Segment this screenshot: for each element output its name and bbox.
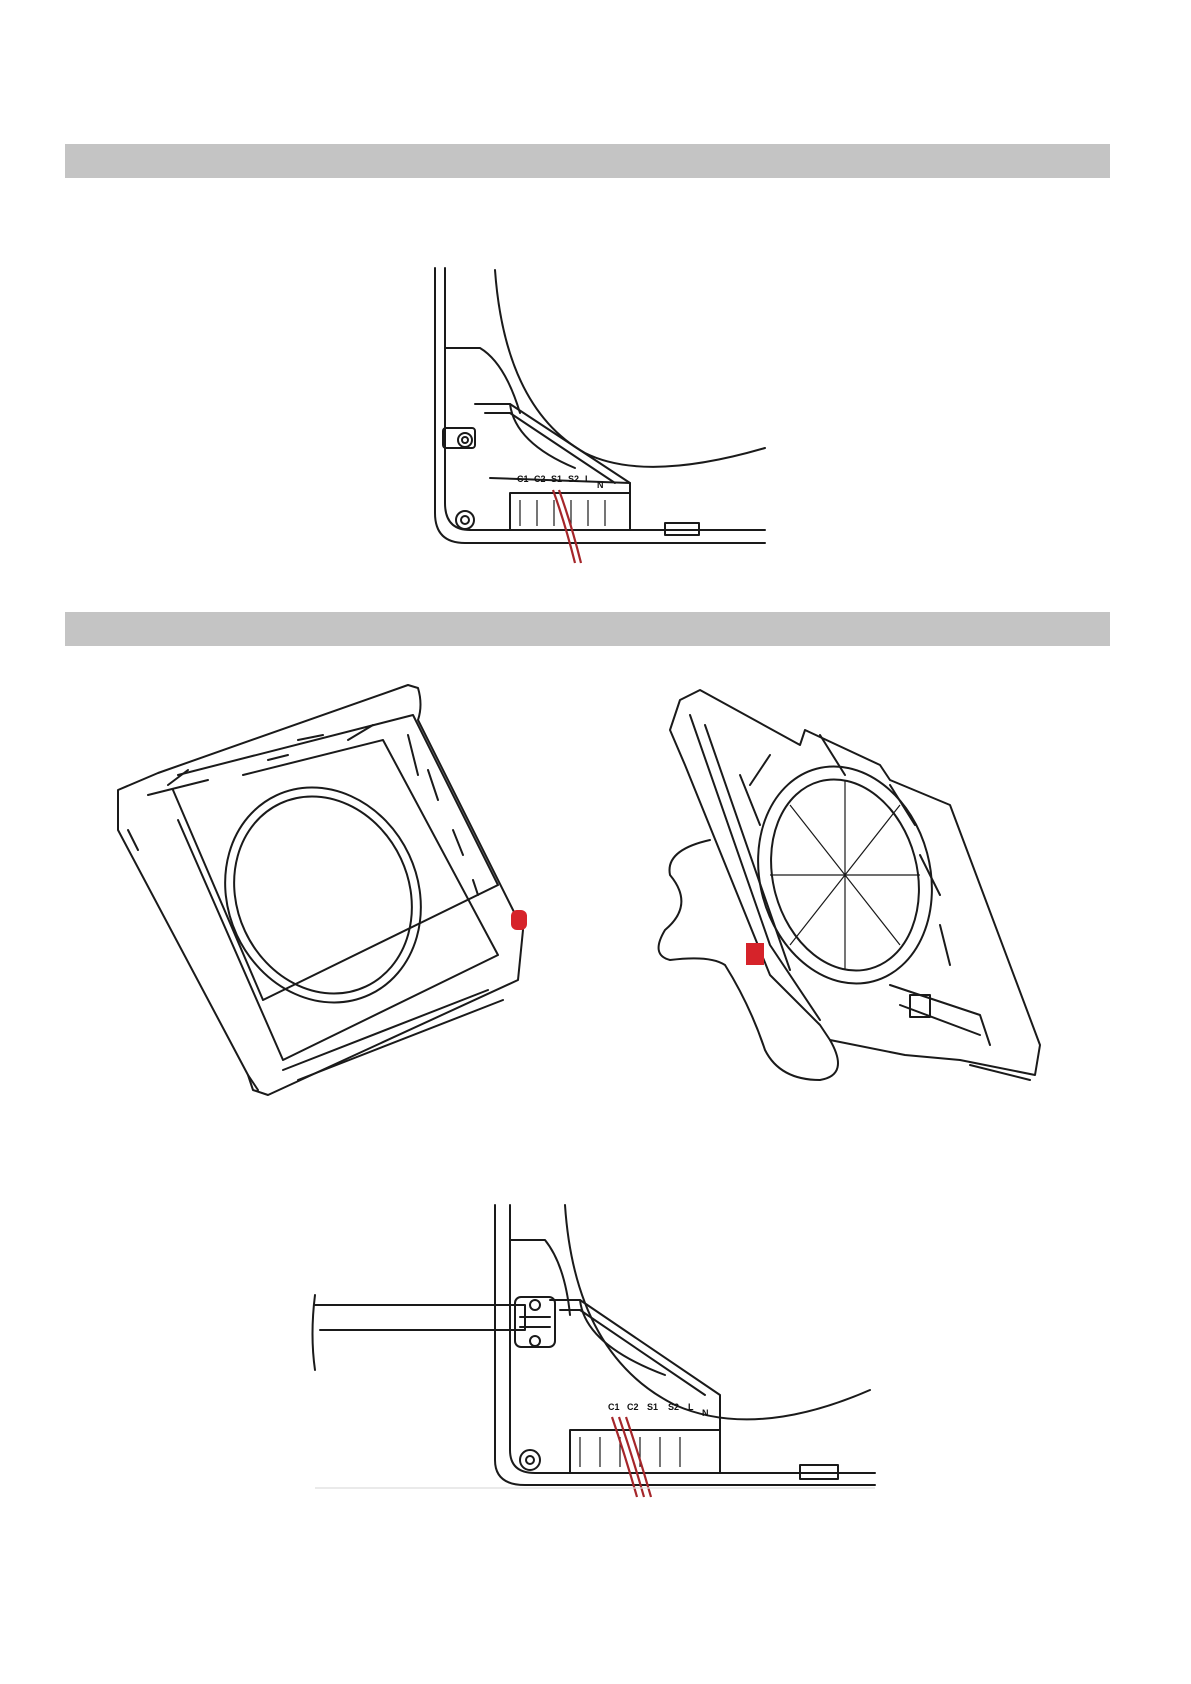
- wires: [553, 490, 581, 563]
- housing-rear-view: [650, 685, 1070, 1105]
- wiring-detail-figure-2: C1 C2 S1 S2 L N: [315, 1205, 875, 1500]
- terminal-label-c2: C2: [534, 474, 546, 484]
- alignment-marker-rear: [746, 943, 764, 965]
- terminal-label-c2-2: C2: [627, 1402, 639, 1412]
- terminal-labels-2: C1 C2 S1 S2 L N: [608, 1402, 709, 1418]
- terminal-block-2: [570, 1430, 720, 1473]
- terminal-label-s2: S2: [568, 474, 579, 484]
- section-header-bar-1: [65, 144, 1110, 178]
- housing-front-view: [108, 680, 548, 1100]
- section-header-bar-2: [65, 612, 1110, 646]
- alignment-marker: [511, 910, 527, 930]
- terminal-label-n: N: [597, 480, 604, 490]
- terminal-label-n-2: N: [702, 1408, 709, 1418]
- terminal-label-s2-2: S2: [668, 1402, 679, 1412]
- terminal-label-c1: C1: [517, 474, 529, 484]
- wiring-detail-figure-1: C1 C2 S1 S2 L N: [425, 268, 765, 563]
- terminal-label-s1-2: S1: [647, 1402, 658, 1412]
- terminal-label-l-2: L: [688, 1402, 694, 1412]
- terminal-label-s1: S1: [551, 474, 562, 484]
- terminal-label-l: L: [585, 474, 591, 484]
- terminal-label-c1-2: C1: [608, 1402, 620, 1412]
